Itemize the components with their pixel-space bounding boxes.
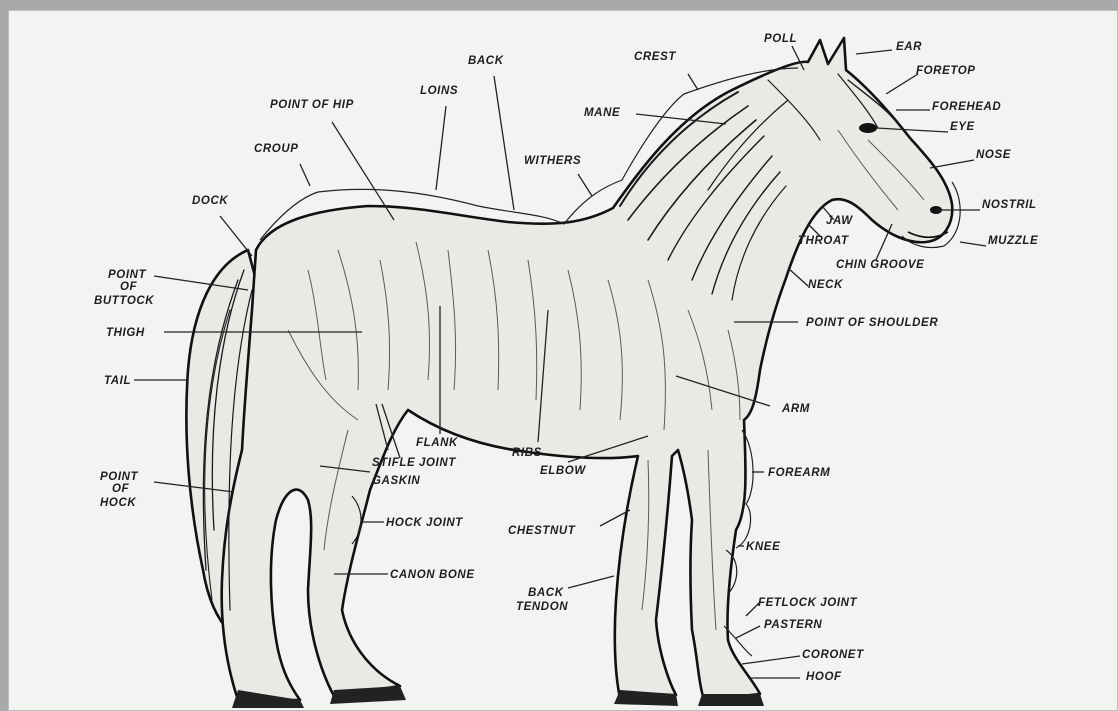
label-pastern: PASTERN	[764, 619, 822, 631]
label-crest: CREST	[634, 51, 676, 63]
label-muzzle: MUZZLE	[988, 235, 1038, 247]
label-back: BACK	[468, 55, 504, 67]
label-point-of-buttock-2: OF	[120, 281, 138, 293]
label-throat: THROAT	[798, 235, 849, 247]
label-arm: ARM	[781, 403, 810, 415]
label-croup: CROUP	[254, 143, 299, 155]
label-chin-groove: CHIN GROOVE	[836, 259, 924, 271]
label-gaskin: GASKIN	[372, 475, 420, 487]
label-point-of-hip: POINT OF HIP	[270, 99, 354, 111]
label-canon-bone: CANON BONE	[390, 569, 475, 581]
label-eye: EYE	[950, 121, 975, 133]
label-stifle-joint: STIFLE JOINT	[372, 457, 456, 469]
label-thigh: THIGH	[106, 327, 145, 339]
label-loins: LOINS	[420, 85, 458, 97]
label-ribs: RIBS	[512, 447, 542, 459]
label-forehead: FOREHEAD	[932, 101, 1001, 113]
label-foretop: FORETOP	[916, 65, 976, 77]
diagram-frame: POLL EAR FORETOP FOREHEAD EYE NOSE NOSTR…	[8, 10, 1118, 711]
label-coronet: CORONET	[802, 649, 864, 661]
label-withers: WITHERS	[524, 155, 581, 167]
label-point-of-hock-2: OF	[112, 483, 130, 495]
label-back-tendon-1: BACK	[528, 587, 564, 599]
label-knee: KNEE	[746, 541, 780, 553]
label-fetlock-joint: FETLOCK JOINT	[758, 597, 858, 609]
label-nose: NOSE	[976, 149, 1011, 161]
label-dock: DOCK	[192, 195, 228, 207]
label-elbow: ELBOW	[540, 465, 586, 477]
label-hoof: HOOF	[806, 671, 842, 683]
label-ear: EAR	[896, 41, 922, 53]
label-mane: MANE	[584, 107, 620, 119]
label-neck: NECK	[808, 279, 843, 291]
label-flank: FLANK	[416, 437, 458, 449]
label-jaw: JAW	[826, 215, 853, 227]
label-chestnut: CHESTNUT	[508, 525, 576, 537]
label-point-of-hock-1: POINT	[100, 471, 139, 483]
label-point-of-buttock-3: BUTTOCK	[94, 295, 154, 307]
label-tail: TAIL	[104, 375, 131, 387]
label-poll: POLL	[764, 33, 797, 45]
horse-anatomy-diagram: POLL EAR FORETOP FOREHEAD EYE NOSE NOSTR…	[8, 10, 1118, 711]
label-point-of-shoulder: POINT OF SHOULDER	[806, 317, 938, 329]
label-hock-joint: HOCK JOINT	[386, 517, 463, 529]
label-point-of-hock-3: HOCK	[100, 497, 136, 509]
label-back-tendon-2: TENDON	[516, 601, 568, 613]
label-point-of-buttock-1: POINT	[108, 269, 147, 281]
label-forearm: FOREARM	[768, 467, 830, 479]
label-nostril: NOSTRIL	[982, 199, 1037, 211]
